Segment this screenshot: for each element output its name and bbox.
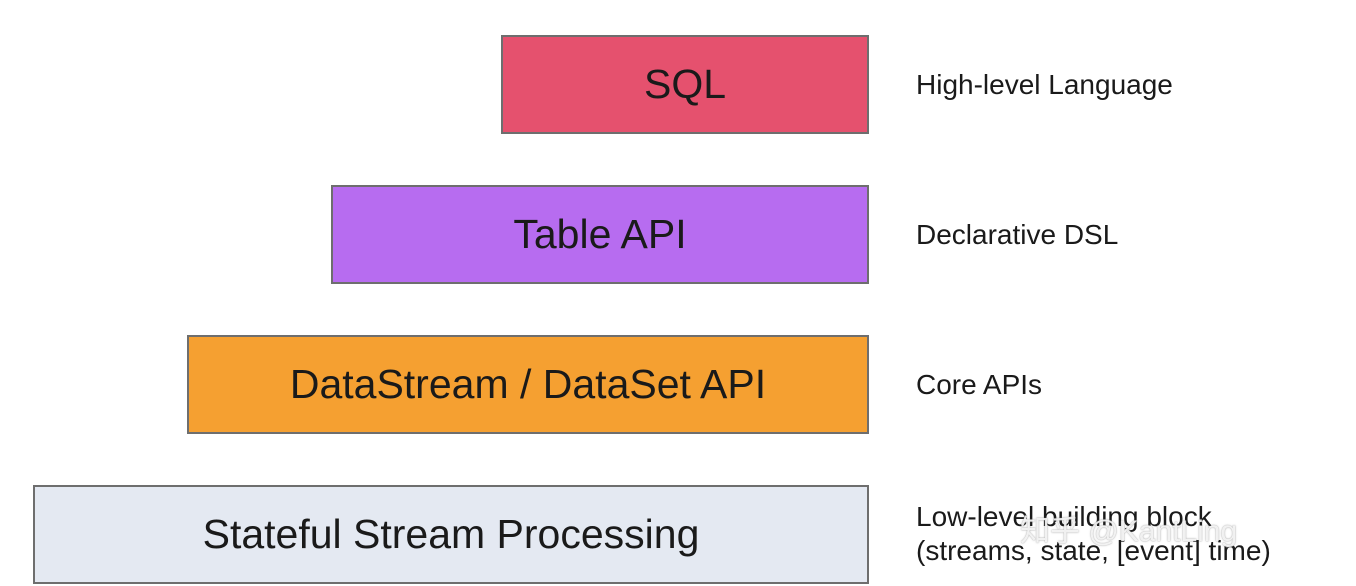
layer-description: Core APIs bbox=[916, 369, 1043, 400]
layer-description: High-level Language bbox=[916, 69, 1173, 100]
layer-label: DataStream / DataSet API bbox=[289, 361, 767, 407]
layer-datastream-api: DataStream / DataSet API bbox=[187, 335, 869, 434]
layer-description: Declarative DSL bbox=[916, 219, 1119, 250]
layer-description-line: Low-level building block bbox=[916, 501, 1212, 532]
layer-table-api: Table API bbox=[331, 185, 869, 284]
layer-label: Stateful Stream Processing bbox=[202, 511, 700, 557]
layer-stateful-stream-processing: Stateful Stream Processing bbox=[33, 485, 869, 584]
layer-description: Low-level building block (streams, state… bbox=[916, 500, 1271, 568]
layer-sql: SQL bbox=[501, 35, 869, 134]
layer-label: SQL bbox=[643, 61, 727, 107]
layer-label: Table API bbox=[513, 211, 687, 257]
layer-description-line: (streams, state, [event] time) bbox=[916, 535, 1271, 566]
